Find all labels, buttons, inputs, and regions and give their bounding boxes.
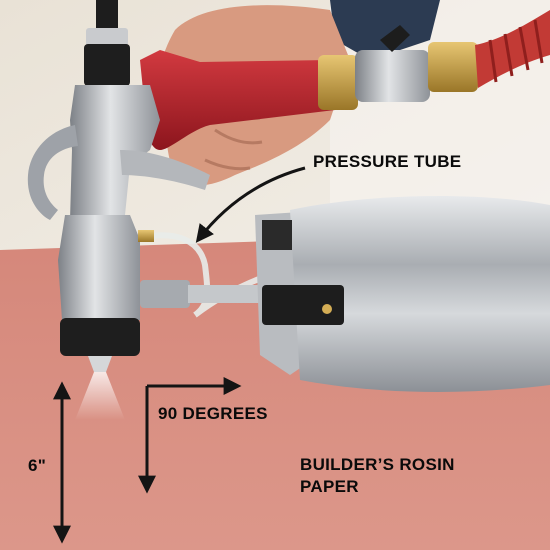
gun-hook (27, 125, 79, 220)
brass-hose-end (428, 42, 478, 92)
canister-latch (262, 285, 344, 325)
latch-brass-pin (322, 304, 332, 314)
ninety-degrees-label: 90 DEGREES (158, 404, 268, 423)
sleeve (330, 0, 440, 60)
tube-fitting-2 (188, 285, 268, 303)
spray-tip (88, 356, 112, 372)
rosin-paper-label-line2: PAPER (300, 477, 359, 496)
brass-nipple (138, 230, 154, 242)
gun-nozzle-ring (60, 318, 140, 356)
canister-top-clamp (262, 220, 292, 250)
spray-mist (75, 372, 125, 420)
hose-lever (380, 25, 410, 52)
pressure-tube-label: PRESSURE TUBE (313, 152, 462, 171)
canister-body (290, 195, 550, 392)
trigger (120, 150, 210, 190)
gun-body (70, 85, 160, 220)
red-grip (140, 50, 335, 150)
pressure-tube-arrow (195, 166, 306, 243)
gun-knurled-cap (86, 28, 128, 46)
gun-black-collar (84, 44, 130, 86)
gun-top-stem (96, 0, 118, 30)
chrome-fitting (355, 50, 430, 102)
tube-fitting (140, 280, 190, 308)
six-inch-label: 6" (28, 456, 47, 475)
gun-lower-body (58, 215, 140, 320)
rosin-paper-label-line1: BUILDER’S ROSIN (300, 455, 455, 474)
brass-coupler (318, 55, 358, 110)
hose-ribs (488, 19, 544, 83)
